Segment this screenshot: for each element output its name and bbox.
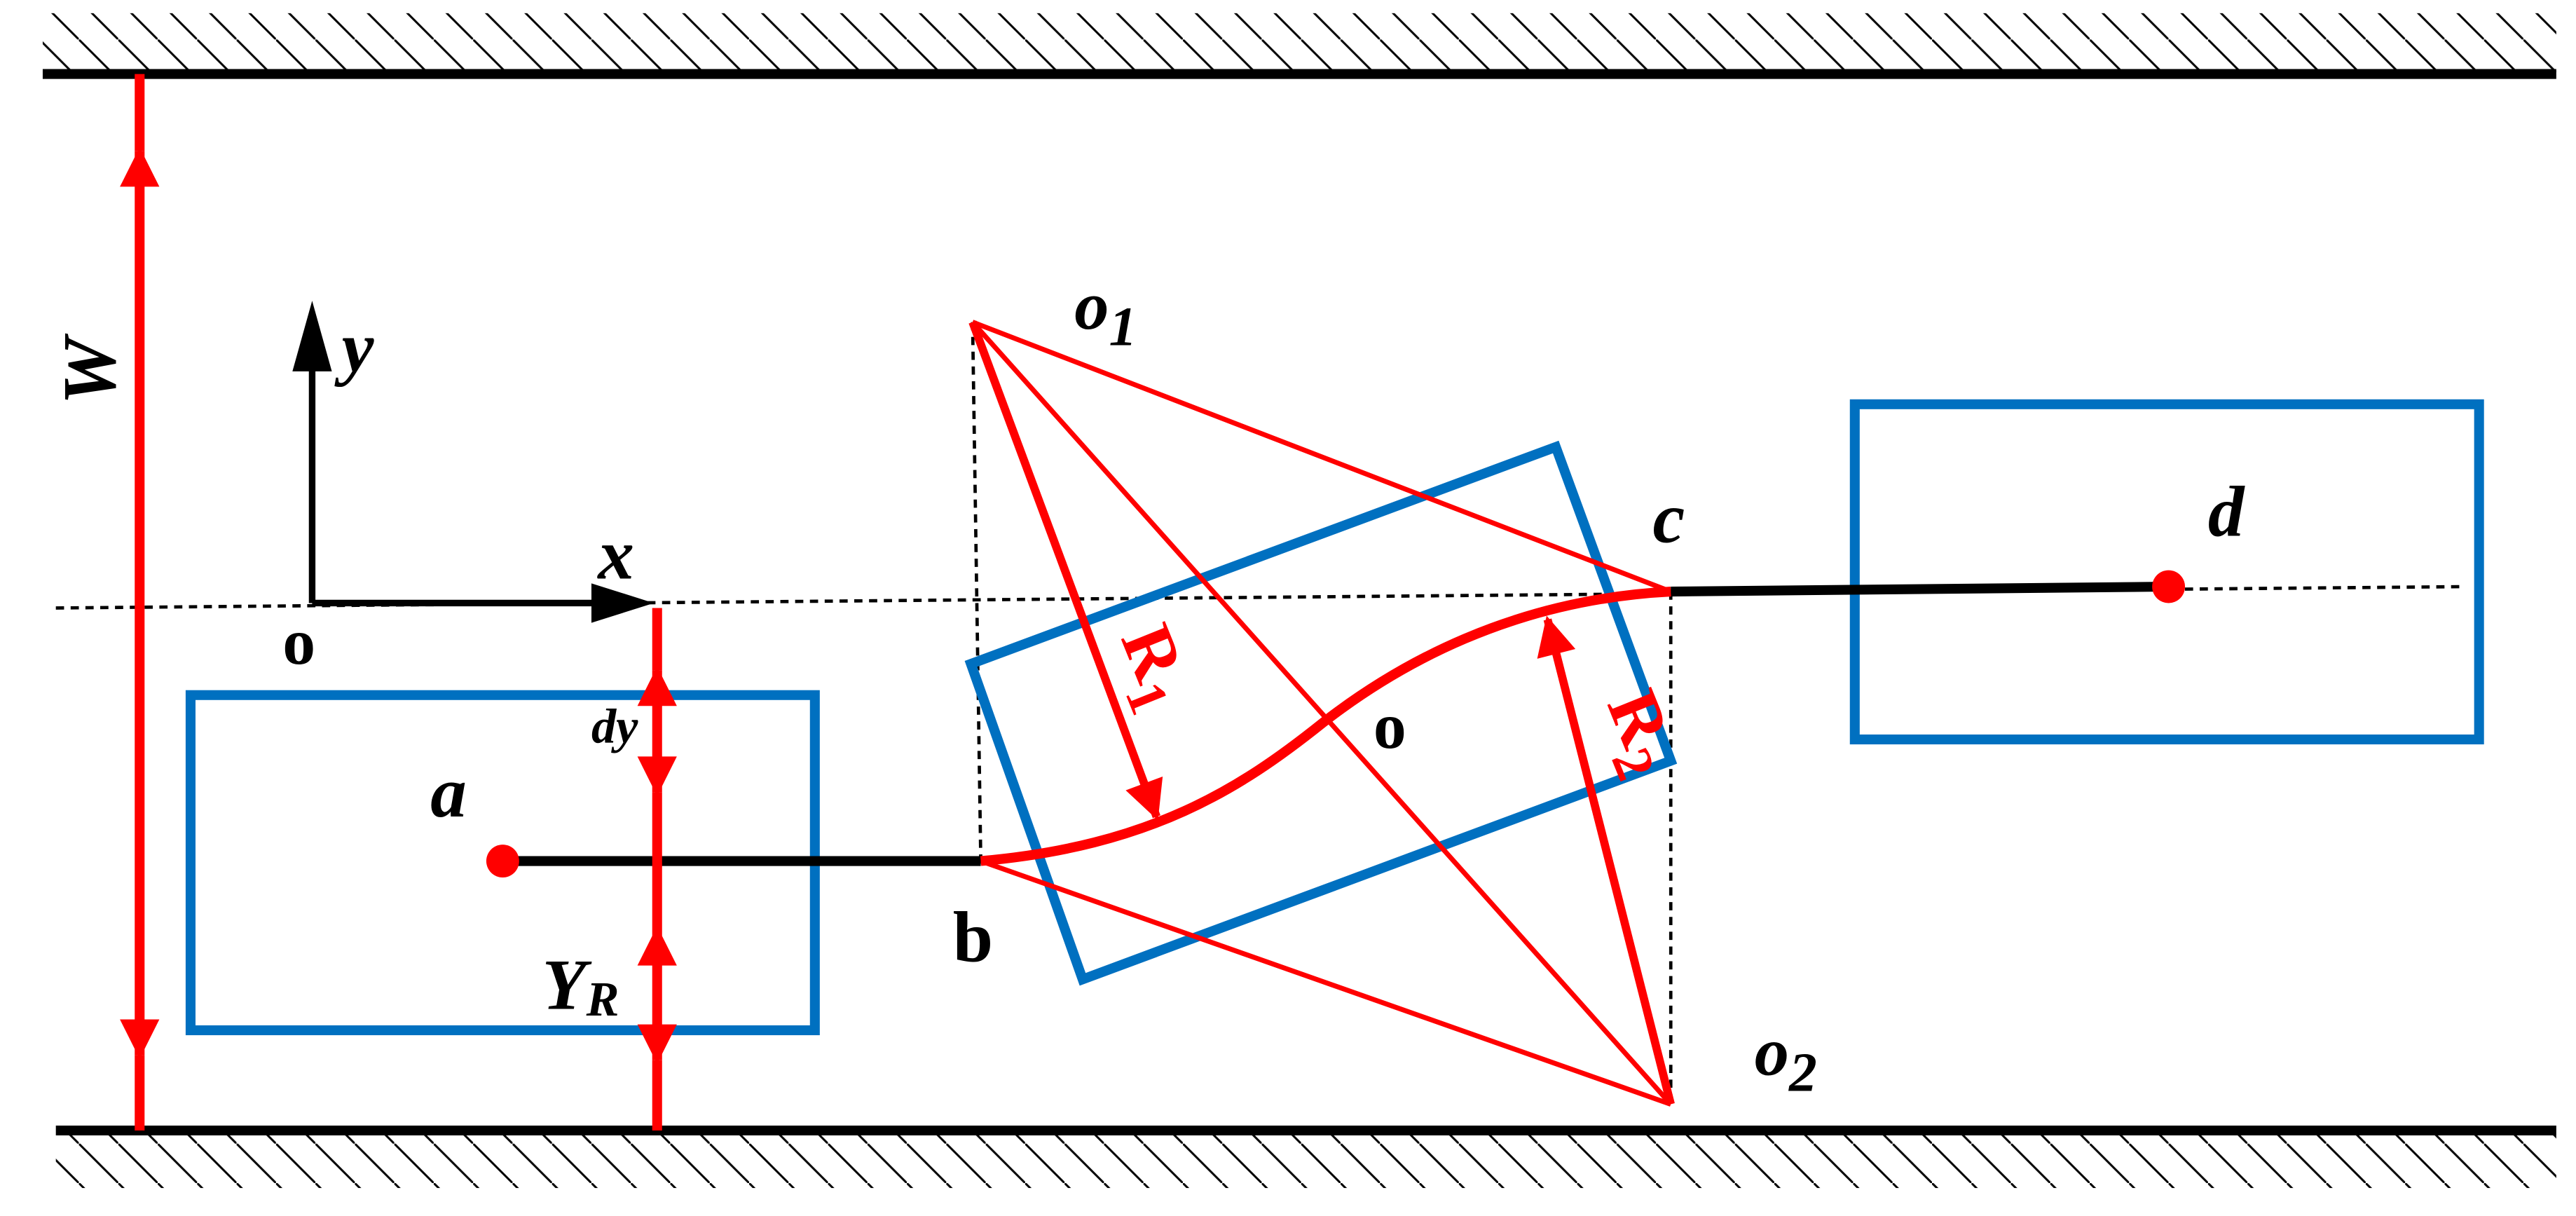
origin-label: o xyxy=(282,606,315,678)
center-o1-sub: 1 xyxy=(1109,296,1137,357)
point-a-label: a xyxy=(430,753,467,833)
o1-to-c-line xyxy=(971,320,1672,594)
construction-lines xyxy=(971,320,1673,1107)
vehicle-half-width-label: YR xyxy=(542,945,619,1027)
guide-lines xyxy=(55,322,2465,1105)
dy-label: dy xyxy=(591,699,638,754)
radius-r1-arrow xyxy=(968,320,1163,821)
vehicle-end-box xyxy=(1849,399,2484,745)
center-o1-main: o xyxy=(1074,268,1109,344)
y-axis-label: y xyxy=(334,308,375,388)
point-d-label: d xyxy=(2208,472,2245,552)
radius-r1-label: R1 xyxy=(1093,614,1210,723)
x-axis-arrowhead xyxy=(591,583,655,623)
center-o2-sub: 2 xyxy=(1788,1042,1817,1104)
radius-r2-arrow xyxy=(1537,615,1675,1105)
path-segment-c-d xyxy=(1671,581,2169,597)
point-d-marker xyxy=(2152,570,2186,603)
y-axis-arrowhead xyxy=(292,301,332,371)
center-o1-label: o1 xyxy=(1074,268,1137,357)
vehicle-half-width-main: Y xyxy=(542,945,592,1025)
x-axis-label: x xyxy=(596,514,634,594)
o1-to-o2-line xyxy=(971,320,1673,1106)
lane-change-curve xyxy=(980,587,1671,866)
center-o2-main: o xyxy=(1755,1013,1789,1090)
vehicle-midway-box xyxy=(964,440,1678,986)
point-c-label: c xyxy=(1652,479,1685,559)
vehicle-half-width-sub: R xyxy=(586,972,619,1027)
o1-vertical-guide xyxy=(971,322,982,861)
center-o-label: o xyxy=(1373,690,1406,763)
road-width-label: W xyxy=(48,333,132,405)
o2-to-b-line xyxy=(980,859,1672,1107)
point-a-marker xyxy=(486,845,519,877)
radius-r2-label: R2 xyxy=(1580,679,1696,788)
top-road-wall xyxy=(42,13,2556,79)
center-o2-label: o2 xyxy=(1755,1013,1817,1103)
point-b-label: b xyxy=(953,898,993,978)
bottom-road-wall xyxy=(55,1125,2556,1189)
